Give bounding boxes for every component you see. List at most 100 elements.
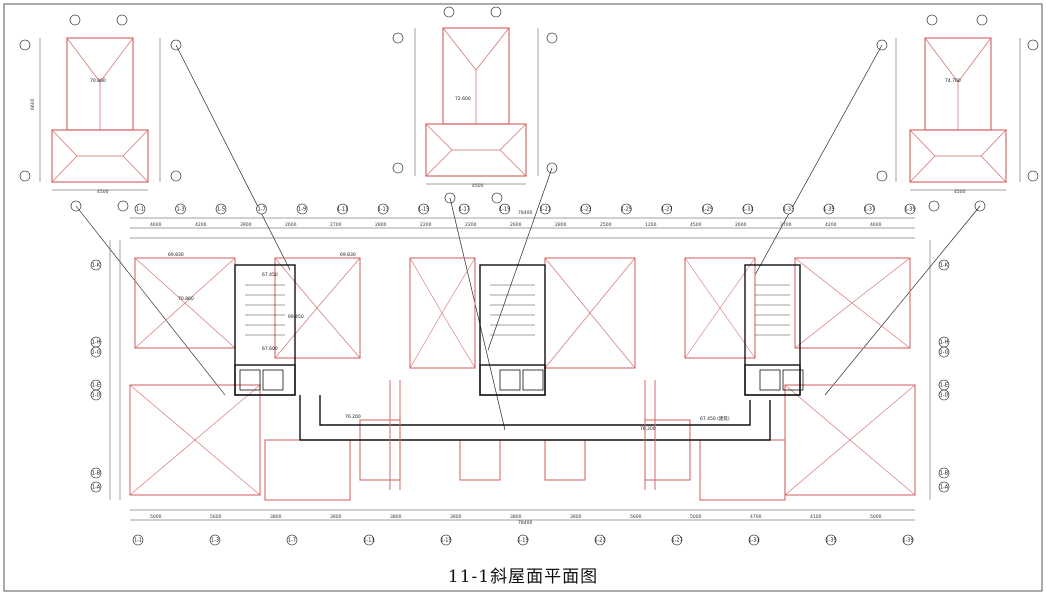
svg-text:1-15: 1-15 [440, 538, 451, 544]
detail-right-dim-bottom: 4500 [954, 189, 966, 195]
svg-text:1-7: 1-7 [257, 207, 265, 213]
bottom-dimension: 3800 [570, 514, 582, 520]
top-dimension: 2500 [600, 222, 612, 228]
total-dimension: 78400 [518, 210, 532, 216]
axis-marker-top: 1-21 [540, 203, 551, 215]
axis-marker-top: 1-15 [418, 203, 429, 215]
leader-lines [75, 44, 981, 431]
elevation-label: 69.830 [168, 252, 184, 258]
svg-text:1-35: 1-35 [823, 207, 834, 213]
elevation-label: 67.450 (建筑) [700, 415, 730, 422]
axis-marker-bottom: 1-1 [132, 534, 144, 546]
axis-marker-left: 1-E [90, 379, 102, 391]
svg-text:1-33: 1-33 [783, 207, 794, 213]
top-dimension: 4200 [825, 222, 837, 228]
top-dimension: 2600 [735, 222, 747, 228]
bottom-dimension: 3800 [270, 514, 282, 520]
axis-marker-right: 1-B [938, 467, 950, 479]
svg-text:1-3: 1-3 [211, 538, 219, 544]
axis-marker-bottom: 1-15 [440, 534, 452, 546]
elevation-label: 67.600 [262, 346, 278, 352]
detail-left-dim-bottom: 4500 [97, 189, 109, 195]
axis-marker-top: 1-33 [783, 203, 794, 215]
axis-marker-top: 1-19 [499, 203, 510, 215]
svg-text:1-1: 1-1 [134, 538, 142, 544]
bottom-dimension: 4100 [810, 514, 822, 520]
top-dimension: 4200 [195, 222, 207, 228]
axis-marker-top: 1-29 [702, 203, 713, 215]
svg-text:1-29: 1-29 [702, 207, 713, 213]
bottom-dimension: 3800 [330, 514, 342, 520]
svg-text:1-23: 1-23 [594, 538, 605, 544]
axis-marker-right: 1-E [938, 379, 950, 391]
svg-text:1-3: 1-3 [176, 207, 184, 213]
axis-marker-bottom: 1-11 [363, 534, 375, 546]
svg-text:1-G: 1-G [939, 350, 948, 356]
bottom-dimension: 5000 [690, 514, 702, 520]
elevation-label: 76.200 [640, 426, 656, 432]
svg-text:1-27: 1-27 [671, 538, 682, 544]
svg-text:1-13: 1-13 [377, 207, 388, 213]
svg-text:1-19: 1-19 [517, 538, 528, 544]
svg-text:1-5: 1-5 [217, 207, 225, 213]
bottom-dimension: 4700 [750, 514, 762, 520]
axis-marker-top: 1-25 [621, 203, 632, 215]
axis-marker-right: 1-K [938, 259, 950, 271]
svg-text:1-39: 1-39 [902, 538, 913, 544]
top-dimension: 2200 [420, 222, 432, 228]
svg-text:1-31: 1-31 [748, 538, 759, 544]
axis-marker-left: 1-H [90, 336, 102, 348]
svg-text:1-39: 1-39 [904, 207, 915, 213]
axis-marker-left: 1-B [90, 467, 102, 479]
detail-left-dim-side: 6600 [30, 98, 36, 110]
detail-inset-left: 4500 6600 [19, 14, 182, 212]
svg-text:1-21: 1-21 [540, 207, 551, 213]
axis-marker-top: 1-37 [864, 203, 875, 215]
detail-inset-middle: 4500 [392, 6, 558, 204]
top-dimension: 2800 [375, 222, 387, 228]
elevation-label: 70.860 [178, 296, 194, 302]
svg-text:1-H: 1-H [92, 340, 101, 346]
elevation-label: 70.860 [90, 78, 106, 84]
elevation-label: 74.760 [945, 78, 961, 84]
svg-text:1-27: 1-27 [661, 207, 672, 213]
top-dimension: 4600 [870, 222, 882, 228]
elevation-label: 72.600 [455, 96, 471, 102]
svg-text:1-K: 1-K [940, 263, 949, 269]
bottom-dimension: 3800 [390, 514, 402, 520]
top-dimension: 4500 [690, 222, 702, 228]
top-dimension: 2700 [780, 222, 792, 228]
svg-text:1-23: 1-23 [580, 207, 591, 213]
top-dimension: 2800 [555, 222, 567, 228]
elevation-label: 69.830 [340, 252, 356, 258]
svg-text:1-7: 1-7 [288, 538, 296, 544]
top-dimension: 2200 [465, 222, 477, 228]
svg-text:1-25: 1-25 [621, 207, 632, 213]
axis-marker-top: 1-13 [377, 203, 389, 215]
right-axis-markers: 1-K1-H1-G1-E1-D1-B1-A [938, 259, 950, 493]
axis-marker-left: 1-K [90, 259, 102, 271]
elevation-label: 76.200 [345, 414, 361, 420]
axis-marker-bottom: 1-19 [517, 534, 529, 546]
drawing-title: 11-1斜屋面平面图 [447, 567, 599, 587]
svg-text:1-37: 1-37 [864, 207, 875, 213]
axis-marker-top: 1-11 [337, 203, 348, 215]
axis-marker-right: 1-H [938, 336, 950, 348]
axis-marker-top: 1-9 [296, 203, 308, 215]
axis-marker-right: 1-G [938, 346, 950, 358]
svg-text:1-A: 1-A [92, 485, 101, 491]
svg-text:1-31: 1-31 [742, 207, 753, 213]
axis-marker-bottom: 1-3 [209, 534, 221, 546]
bottom-dimension: 5600 [630, 514, 642, 520]
svg-text:1-H: 1-H [940, 340, 949, 346]
svg-text:1-A: 1-A [940, 485, 949, 491]
svg-text:1-B: 1-B [940, 471, 949, 477]
detail-inset-right: 4500 [876, 14, 1039, 212]
svg-text:1-G: 1-G [91, 350, 100, 356]
axis-marker-top: 1-7 [256, 203, 267, 215]
top-dimension: 2700 [330, 222, 342, 228]
drawing-frame [3, 3, 1043, 592]
svg-text:1-K: 1-K [92, 263, 101, 269]
